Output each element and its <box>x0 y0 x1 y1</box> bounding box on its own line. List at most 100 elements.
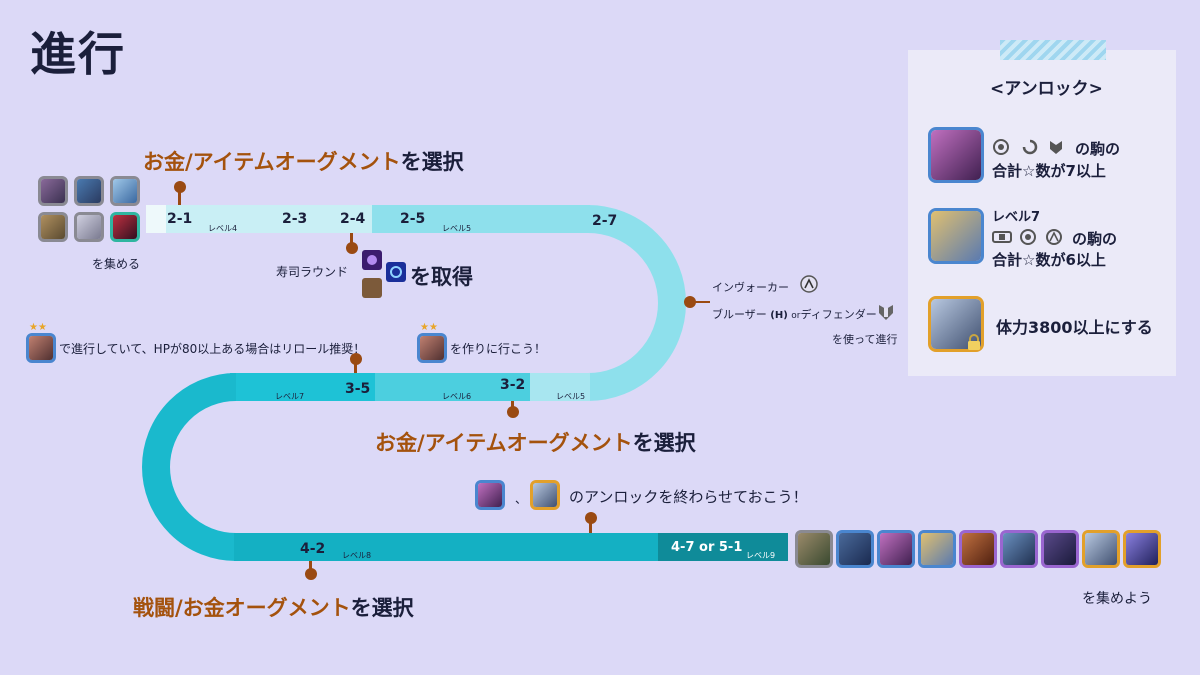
header-augment-1-suffix: を選択 <box>400 150 464 174</box>
start-champ-6 <box>110 212 140 242</box>
track-bottom-end <box>658 533 788 561</box>
stage-4-2: 4-2 <box>300 541 326 557</box>
track-bottom <box>234 533 658 561</box>
unlock-1-line1: の駒の <box>1075 140 1121 158</box>
reroll-champ-2 <box>417 333 447 363</box>
unlock-separator: 、 <box>515 492 528 506</box>
reroll-champ-1 <box>26 333 56 363</box>
pin-unlock-head <box>585 512 597 524</box>
bruiser-icon: (H) <box>770 310 788 321</box>
final-champ-8 <box>1082 530 1120 568</box>
pin-unlock <box>589 521 592 533</box>
trait-icon-b <box>1022 139 1038 155</box>
pin-4-2 <box>309 561 312 571</box>
header-augment-2-suffix: を選択 <box>632 431 696 455</box>
start-champ-1 <box>38 176 68 206</box>
stage-3-2: 3-2 <box>500 377 526 393</box>
trait-icon-a2 <box>1020 229 1036 245</box>
level-9: レベル9 <box>746 551 776 560</box>
unlock-2-level: レベル7 <box>992 210 1041 225</box>
panel-tape <box>1000 40 1106 60</box>
track-top-mid <box>372 205 590 233</box>
final-champ-4 <box>918 530 956 568</box>
reroll-champ-2-stars: ★★ <box>420 322 438 333</box>
stage-2-4: 2-4 <box>340 211 366 227</box>
item-icon-3 <box>362 278 382 298</box>
pin-2-1-head <box>174 181 186 193</box>
invoker-label: インヴォーカー <box>712 281 789 294</box>
stage-3-5: 3-5 <box>345 381 371 397</box>
reroll-note-2: を作りに行こう！ <box>450 342 547 356</box>
unlock-reminder: のアンロックを終わらせておこう！ <box>569 488 808 506</box>
level-6: レベル6 <box>442 392 472 401</box>
start-champ-4 <box>38 212 68 242</box>
track-curve-left <box>142 373 237 561</box>
header-augment-3: 戦闘/お金オーグメントを選択 <box>133 592 414 622</box>
unlock-1-champ <box>928 127 984 183</box>
trait-icon-c <box>1050 141 1062 154</box>
defender-label: ディフェンダー <box>800 308 877 321</box>
stage-2-7: 2-7 <box>592 213 618 229</box>
unlock-champ-1 <box>475 480 505 510</box>
unlock-1-line2: 合計☆数が7以上 <box>992 162 1106 180</box>
pin-2-4-head <box>346 242 358 254</box>
level-5-mid: レベル5 <box>556 392 586 401</box>
stage-2-1: 2-1 <box>167 211 193 227</box>
pin-3-2 <box>511 401 514 410</box>
defender-icon <box>876 302 896 326</box>
pin-2-7-head <box>684 296 696 308</box>
header-augment-2: お金/アイテムオーグメントを選択 <box>375 427 696 457</box>
pin-2-1 <box>178 190 181 205</box>
pin-4-2-head <box>305 568 317 580</box>
header-augment-2-highlight: お金/アイテムオーグメント <box>375 431 633 455</box>
level-7: レベル7 <box>275 392 305 401</box>
pin-3-2-head <box>507 406 519 418</box>
pin-2-7 <box>694 301 710 303</box>
final-champ-6 <box>1000 530 1038 568</box>
unlock-1-trait-icons <box>992 138 1074 160</box>
bruiser-label: ブルーザー <box>712 308 767 321</box>
or-label: or <box>791 311 801 321</box>
start-champ-2 <box>74 176 104 206</box>
track-mid-mid <box>375 373 530 401</box>
acquire-label: を取得 <box>410 265 473 289</box>
final-champ-3 <box>877 530 915 568</box>
item-icon-2 <box>386 262 406 282</box>
unlock-3-champ <box>928 296 984 352</box>
stage-2-3: 2-3 <box>282 211 308 227</box>
pin-2-4 <box>350 233 353 245</box>
invoker-icon <box>800 275 818 297</box>
lock-icon <box>966 334 982 350</box>
pin-3-5-head <box>350 353 362 365</box>
item-icon-1 <box>362 250 382 270</box>
track-mid-light <box>530 373 590 401</box>
trait-icon-bruiser <box>992 231 1012 243</box>
trait-icon-a <box>993 139 1009 155</box>
track-mid-dark <box>230 373 375 401</box>
track-top-start <box>146 205 166 233</box>
header-augment-1-highlight: お金/アイテムオーグメント <box>143 150 401 174</box>
unlock-2-line1: の駒の <box>1072 230 1118 248</box>
final-champ-9 <box>1123 530 1161 568</box>
pin-3-5 <box>354 362 357 373</box>
reroll-champ-1-stars: ★★ <box>29 322 47 333</box>
use-label: を使って進行 <box>832 333 898 346</box>
header-augment-3-highlight: 戦闘/お金オーグメント <box>133 596 351 620</box>
start-champ-3 <box>110 176 140 206</box>
bruiser-defender-line: ブルーザー (H) orディフェンダー <box>712 306 877 322</box>
unlock-3-text: 体力3800以上にする <box>996 318 1153 337</box>
final-champ-2 <box>836 530 874 568</box>
sushi-round-label: 寿司ラウンド <box>276 265 349 279</box>
track-curve-right <box>587 205 686 401</box>
stage-2-5: 2-5 <box>400 211 426 227</box>
header-augment-1: お金/アイテムオーグメントを選択 <box>143 146 464 176</box>
start-champ-5 <box>74 212 104 242</box>
unlock-champ-2 <box>530 480 560 510</box>
level-8: レベル8 <box>342 551 372 560</box>
unlock-2-champ <box>928 208 984 264</box>
level-4: レベル4 <box>208 224 238 233</box>
final-champ-7 <box>1041 530 1079 568</box>
unlock-2-line2: 合計☆数が6以上 <box>992 251 1106 269</box>
level-5-top: レベル5 <box>442 224 472 233</box>
